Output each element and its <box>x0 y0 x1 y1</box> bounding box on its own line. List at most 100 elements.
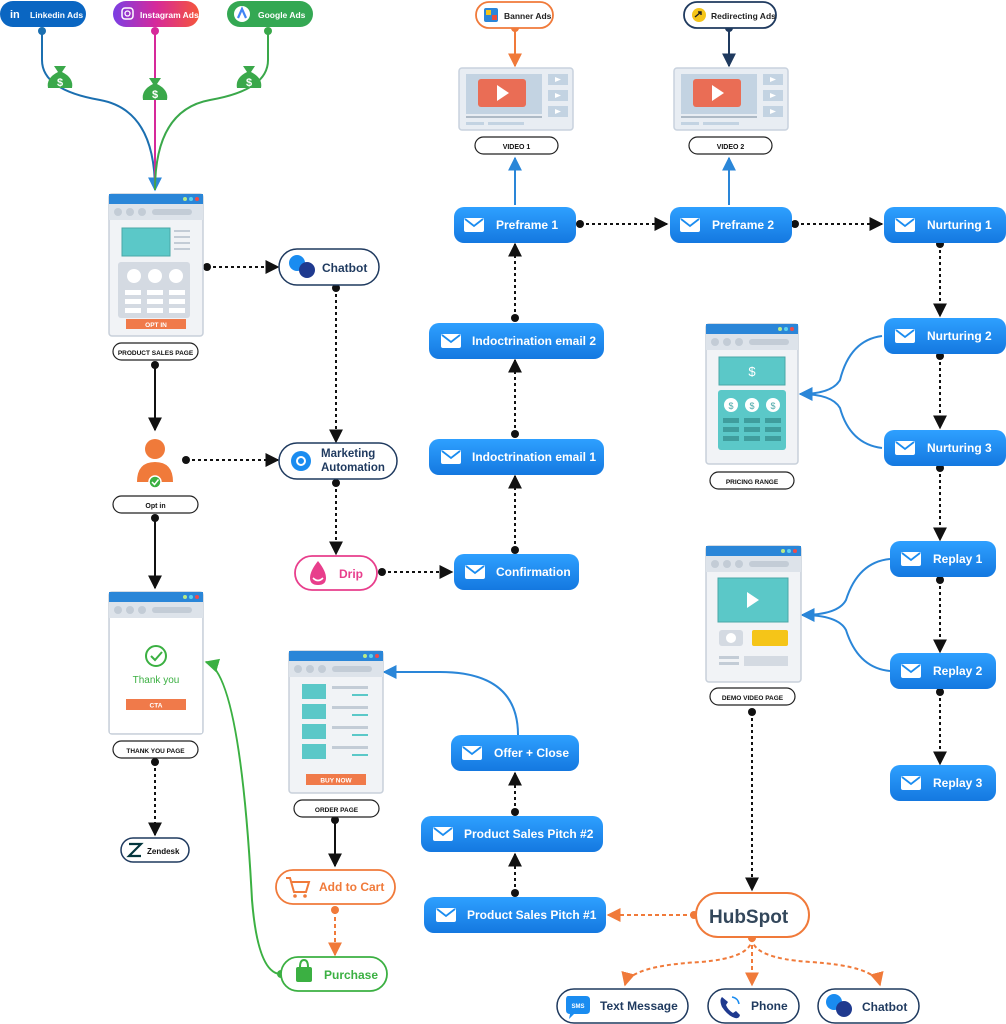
hubspot-node[interactable]: HubSpot <box>695 892 810 938</box>
instagram-ads-label: Instagram Ads <box>140 10 199 20</box>
video-2-label: VIDEO 2 <box>688 136 773 155</box>
svg-text:VIDEO 2: VIDEO 2 <box>717 144 745 151</box>
marketing-automation-node[interactable]: Marketing Automation <box>278 442 398 480</box>
thank-you-page-mockup[interactable]: Thank you CTA <box>108 591 204 735</box>
redirecting-ads-node[interactable]: Redirecting Ads <box>683 1 777 29</box>
video-1-player[interactable] <box>458 67 574 131</box>
svg-text:VIDEO 1: VIDEO 1 <box>503 144 531 151</box>
opt-in-label: Opt in <box>112 495 199 514</box>
email-offer-close[interactable]: Offer + Close <box>451 735 579 771</box>
mail-icon <box>679 217 701 233</box>
linkedin-ads-node[interactable]: in Linkedin Ads <box>0 1 86 27</box>
svg-text:Zendesk: Zendesk <box>147 847 180 856</box>
svg-text:$: $ <box>749 401 754 411</box>
svg-text:Product Sales Pitch #1: Product Sales Pitch #1 <box>467 908 597 922</box>
google-ads-node[interactable]: Google Ads <box>227 1 313 27</box>
svg-text:Phone: Phone <box>751 999 788 1013</box>
money-bag-icon: $ <box>47 66 73 89</box>
svg-text:Replay 1: Replay 1 <box>933 552 983 566</box>
email-replay-3[interactable]: Replay 3 <box>890 765 996 801</box>
svg-text:Opt in: Opt in <box>145 503 165 510</box>
redirecting-ads-label: Redirecting Ads <box>711 11 776 21</box>
money-bag-icon: $ <box>236 66 262 89</box>
check-circle-icon <box>145 645 167 667</box>
email-replay-1[interactable]: Replay 1 <box>890 541 996 577</box>
banner-ads-label: Banner Ads <box>504 11 552 21</box>
redirect-icon <box>692 8 706 22</box>
order-page-mockup[interactable]: BUY NOW <box>288 650 384 794</box>
phone-node[interactable]: Phone <box>707 988 800 1024</box>
banner-ads-node[interactable]: Banner Ads <box>475 1 554 29</box>
text-message-node[interactable]: SMS Text Message <box>556 988 689 1024</box>
google-ads-label: Google Ads <box>258 10 306 20</box>
svg-text:THANK YOU PAGE: THANK YOU PAGE <box>126 748 185 755</box>
zendesk-node[interactable]: Zendesk <box>120 837 190 863</box>
svg-text:Nurturing 1: Nurturing 1 <box>927 218 992 232</box>
svg-text:CTA: CTA <box>150 703 163 710</box>
email-confirmation[interactable]: Confirmation <box>454 554 579 590</box>
zendesk-icon <box>126 842 144 858</box>
google-connector <box>154 30 269 191</box>
email-product-sales-pitch-1[interactable]: Product Sales Pitch #1 <box>424 897 606 933</box>
chatbot-node-top[interactable]: Chatbot <box>278 248 380 286</box>
mail-icon <box>894 440 916 456</box>
buy-now-button <box>306 774 366 785</box>
svg-text:Add to Cart: Add to Cart <box>319 880 384 894</box>
svg-text:Chatbot: Chatbot <box>322 261 367 275</box>
email-product-sales-pitch-2[interactable]: Product Sales Pitch #2 <box>421 816 603 852</box>
money-bag-icon: $ <box>142 78 168 101</box>
mail-icon <box>435 907 457 923</box>
video-1-label: VIDEO 1 <box>474 136 559 155</box>
svg-text:PRODUCT SALES PAGE: PRODUCT SALES PAGE <box>118 350 194 357</box>
purchase-node[interactable]: Purchase <box>280 956 388 992</box>
shopping-bag-icon <box>296 967 312 982</box>
mail-icon <box>900 663 922 679</box>
svg-text:Preframe 1: Preframe 1 <box>496 218 558 232</box>
email-nurturing-3[interactable]: Nurturing 3 <box>884 430 1006 466</box>
mail-icon <box>440 449 462 465</box>
mail-icon <box>463 217 485 233</box>
mail-icon <box>894 217 916 233</box>
demo-video-page-mockup[interactable] <box>705 545 802 683</box>
svg-text:Purchase: Purchase <box>324 968 378 982</box>
email-nurturing-2[interactable]: Nurturing 2 <box>884 318 1006 354</box>
email-indoctrination-2[interactable]: Indoctrination email 2 <box>429 323 604 359</box>
mail-icon <box>440 333 462 349</box>
email-indoctrination-1[interactable]: Indoctrination email 1 <box>429 439 604 475</box>
mail-icon <box>464 564 486 580</box>
email-nurturing-1[interactable]: Nurturing 1 <box>884 207 1006 243</box>
svg-text:Replay 2: Replay 2 <box>933 664 983 678</box>
thank-you-page-label: THANK YOU PAGE <box>112 740 199 759</box>
svg-text:Marketing: Marketing <box>321 448 375 460</box>
svg-text:$: $ <box>152 89 158 101</box>
svg-text:ORDER PAGE: ORDER PAGE <box>315 807 359 814</box>
add-to-cart-node[interactable]: Add to Cart <box>275 869 396 905</box>
chatbot-node-bottom[interactable]: Chatbot <box>817 988 920 1024</box>
cart-icon <box>286 877 311 893</box>
svg-text:Replay 3: Replay 3 <box>933 776 983 790</box>
play-icon <box>747 592 759 608</box>
email-preframe-2[interactable]: Preframe 2 <box>670 207 792 243</box>
mail-icon <box>900 775 922 791</box>
drip-node[interactable]: Drip <box>294 555 378 591</box>
svg-text:OPT IN: OPT IN <box>145 322 167 329</box>
instagram-ads-node[interactable]: Instagram Ads <box>113 1 199 27</box>
product-sales-page-label: PRODUCT SALES PAGE <box>112 342 199 361</box>
svg-text:Automation: Automation <box>321 462 385 474</box>
linkedin-ads-label: Linkedin Ads <box>30 10 83 20</box>
svg-text:Chatbot: Chatbot <box>862 1000 907 1014</box>
email-replay-2[interactable]: Replay 2 <box>890 653 996 689</box>
svg-text:$: $ <box>770 401 775 411</box>
check-icon <box>148 475 162 489</box>
cta-button <box>126 699 186 710</box>
pricing-range-page-mockup[interactable]: $ $ $ $ <box>705 323 799 465</box>
mail-icon <box>900 551 922 567</box>
svg-text:DEMO VIDEO PAGE: DEMO VIDEO PAGE <box>722 695 784 702</box>
email-preframe-1[interactable]: Preframe 1 <box>454 207 576 243</box>
dollar-icon: $ <box>748 364 756 379</box>
video-2-player[interactable] <box>673 67 789 131</box>
svg-text:Indoctrination email 1: Indoctrination email 1 <box>472 450 596 464</box>
product-sales-page-mockup[interactable]: OPT IN <box>108 193 204 337</box>
svg-text:BUY NOW: BUY NOW <box>320 778 352 785</box>
